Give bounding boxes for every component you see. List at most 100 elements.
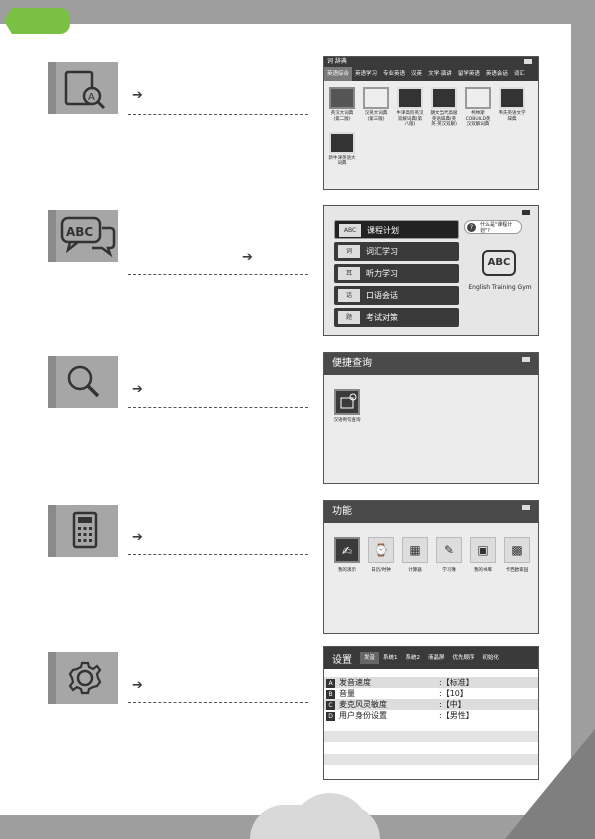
dictionary-item[interactable]: 新牛津英语大词典: [328, 131, 356, 167]
tab-system2[interactable]: 系统2: [405, 655, 421, 661]
ear-icon: 耳: [338, 267, 360, 280]
setting-badge: D: [326, 712, 335, 721]
dictionary-item[interactable]: 汉英大词典(第三版): [362, 87, 390, 128]
my-library-tile[interactable]: ▣: [470, 537, 496, 563]
calculator-tile[interactable]: ▦: [402, 537, 428, 563]
abc-chat-icon[interactable]: ABC: [48, 210, 118, 262]
empty-row: [324, 754, 538, 765]
dashed-line: [128, 554, 308, 555]
dashed-line: [128, 702, 308, 703]
help-bubble-text: 什么是"课程计划"?: [480, 222, 513, 234]
dictionary-name: 韦氏英语文学辞典: [498, 111, 526, 122]
tab-reset[interactable]: 初始化: [482, 655, 500, 661]
dictionary-grid: 英汉大词典(第二版) 汉英大词典(第三版) 牛津高阶英汉双解词典(第八版) 朗文…: [324, 81, 538, 173]
study-book-tile[interactable]: ✎: [436, 537, 462, 563]
setting-badge: B: [326, 690, 335, 699]
gear-icon[interactable]: [48, 652, 118, 704]
chinese-example-search-tile[interactable]: [334, 389, 360, 415]
menu-vocabulary[interactable]: 词词汇学习: [334, 242, 459, 261]
tile-label: 我的演示: [338, 568, 356, 573]
casio-home-tile[interactable]: ▩: [504, 537, 530, 563]
dictionary-cover: [465, 87, 491, 109]
battery-icon: [522, 505, 530, 510]
dictionary-name: 柯林斯COBUILD英汉双解词典: [465, 111, 491, 127]
menu-label: 口语会话: [366, 291, 398, 300]
dictionary-name: 新牛津英语大词典: [328, 155, 356, 167]
my-demo-tile[interactable]: ✍: [334, 537, 360, 563]
dashed-line: [128, 114, 308, 115]
menu-speaking[interactable]: 话口语会话: [334, 286, 459, 305]
setting-label: 发音速度: [339, 678, 371, 687]
calendar-clock-tile[interactable]: ⌚: [368, 537, 394, 563]
dictionary-name: 牛津高阶英汉双解词典(第八版): [396, 111, 424, 127]
svg-text:ABC: ABC: [66, 225, 93, 239]
setting-badge: A: [326, 679, 335, 688]
setting-value: :【男性】: [439, 711, 474, 720]
dictionary-cover: [329, 131, 355, 154]
dashed-line: [128, 407, 308, 408]
dictionary-cover: [431, 87, 457, 109]
calculator-icon[interactable]: [48, 505, 118, 557]
vocabulary-icon: 词: [338, 245, 360, 258]
dictionary-search-icon[interactable]: A: [48, 62, 118, 114]
page-top-band: [0, 0, 595, 24]
menu-exam[interactable]: 题考试对策: [334, 308, 459, 327]
dictionary-item[interactable]: 柯林斯COBUILD英汉双解词典: [464, 87, 492, 128]
svg-text:A: A: [88, 92, 95, 103]
dictionary-item[interactable]: 朗文当代高级英语辞典(英英·英汉双解): [430, 87, 458, 128]
tab-pronunciation[interactable]: 发音: [360, 652, 380, 664]
dictionary-cover: [499, 87, 525, 109]
arrow-icon: ➔: [132, 530, 143, 545]
dictionary-item[interactable]: 韦氏英语文学辞典: [498, 87, 526, 128]
section-tab: [4, 8, 70, 34]
arrow-icon: ➔: [132, 382, 143, 397]
tab-professional-english[interactable]: 专业英语: [383, 71, 406, 77]
tile-label: 我的书库: [474, 568, 492, 573]
settings-header: 设置 发音 系统1 系统2 液晶屏 优先顺序 初始化: [324, 647, 538, 669]
tab-english-general[interactable]: 英语综合: [324, 67, 353, 81]
dictionary-item[interactable]: 牛津高阶英汉双解词典(第八版): [396, 87, 424, 128]
tab-priority[interactable]: 优先顺序: [452, 655, 475, 661]
setting-label: 麦克风灵敏度: [339, 700, 387, 709]
dictionary-name: 汉英大词典(第三版): [364, 111, 388, 122]
tab-literature[interactable]: 文学·演讲: [428, 71, 452, 77]
tab-chinese-english[interactable]: 汉英: [411, 71, 423, 77]
menu-listening[interactable]: 耳听力学习: [334, 264, 459, 283]
screen-title: 功能: [324, 501, 538, 523]
help-bubble[interactable]: ? 什么是"课程计划"?: [464, 220, 522, 234]
magnifier-icon[interactable]: [48, 356, 118, 408]
setting-row[interactable]: D 用户身份设置 :【男性】: [324, 710, 538, 721]
setting-label: 音量: [339, 689, 355, 698]
tab-vocabulary[interactable]: 词汇: [513, 71, 525, 77]
dictionary-name: 朗文当代高级英语辞典(英英·英汉双解): [430, 111, 458, 127]
tab-system1[interactable]: 系统1: [383, 655, 398, 661]
battery-icon: [522, 357, 530, 362]
tile-label: 卡西欧家园: [505, 568, 529, 573]
tab-conversation[interactable]: 英语会话: [485, 71, 508, 77]
abc-logo-icon: ABC: [482, 250, 516, 276]
dictionary-cover: [363, 87, 389, 109]
question-icon: ?: [467, 223, 476, 232]
tab-study-abroad[interactable]: 留学英语: [457, 71, 480, 77]
tile-label: 日历/时钟: [371, 568, 391, 573]
setting-value: :【10】: [439, 689, 468, 698]
menu-label: 考试对策: [366, 313, 398, 322]
tab-lcd[interactable]: 液晶屏: [428, 655, 445, 661]
dictionary-tabs: 英语综合 英语学习 专业英语 汉英 文学·演讲 留学英语 英语会话 词汇: [324, 67, 538, 81]
menu-label: 听力学习: [366, 269, 398, 278]
gym-title: English Training Gym: [468, 284, 532, 291]
menu-label: 课程计划: [367, 226, 399, 235]
setting-row[interactable]: B 音量 :【10】: [324, 688, 538, 699]
screen-topbar-text: 词 辞典: [327, 58, 347, 65]
tab-english-study[interactable]: 英语学习: [355, 71, 378, 77]
dictionary-cover: [329, 87, 355, 109]
setting-label: 用户身份设置: [339, 711, 387, 720]
arrow-icon: ➔: [132, 678, 143, 693]
dictionary-item[interactable]: 英汉大词典(第二版): [328, 87, 356, 128]
battery-icon: [522, 210, 530, 215]
